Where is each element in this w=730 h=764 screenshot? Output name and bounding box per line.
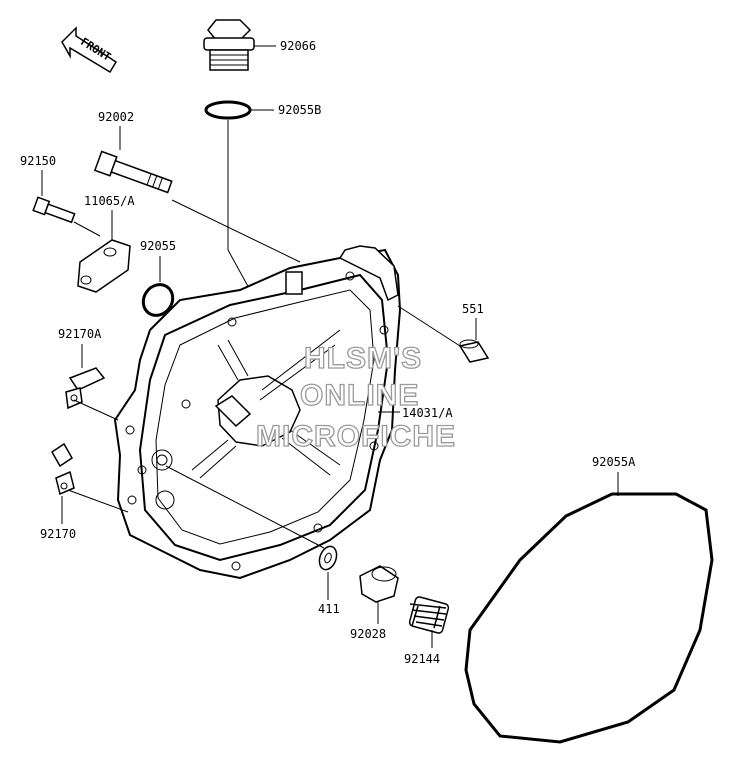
gasket-92055a-part: [464, 492, 714, 744]
bushing-92028-part: [359, 565, 399, 603]
label-92055b: 92055B: [278, 103, 321, 117]
clamp-92170a-part: [65, 367, 106, 410]
bolt-92150-part: [32, 196, 76, 224]
label-92055: 92055: [140, 239, 176, 253]
watermark-line1: HLSM'S: [304, 342, 422, 375]
watermark-line3: MICROFICHE: [256, 420, 456, 453]
label-92144: 92144: [404, 652, 440, 666]
cover-plate-11065a-part: [77, 239, 131, 293]
watermark: HLSM'S ONLINE MICROFICHE: [255, 341, 456, 453]
label-11065a: 11065/A: [84, 194, 135, 208]
bolt-92002-part: [93, 150, 173, 194]
plug-92066-part: [203, 19, 255, 71]
label-411: 411: [318, 602, 340, 616]
label-92055a: 92055A: [592, 455, 636, 469]
spring-92144-part: [408, 596, 450, 634]
label-14031a: 14031/A: [402, 406, 453, 420]
clutch-cover-14031a-part: [113, 245, 402, 580]
label-92170a: 92170A: [58, 327, 102, 341]
front-arrow-icon: FRONT: [61, 26, 118, 74]
label-92150: 92150: [20, 154, 56, 168]
watermark-line2: ONLINE: [300, 379, 419, 412]
o-ring-92055-part: [141, 283, 175, 317]
label-92066: 92066: [280, 39, 316, 53]
label-92002: 92002: [98, 110, 134, 124]
clamp-92170-part: [51, 442, 75, 496]
o-ring-92055b-part: [204, 100, 252, 120]
washer-411-part: [318, 545, 338, 571]
label-92170: 92170: [40, 527, 76, 541]
dowel-551-part: [458, 339, 490, 363]
label-551: 551: [462, 302, 484, 316]
label-92028: 92028: [350, 627, 386, 641]
